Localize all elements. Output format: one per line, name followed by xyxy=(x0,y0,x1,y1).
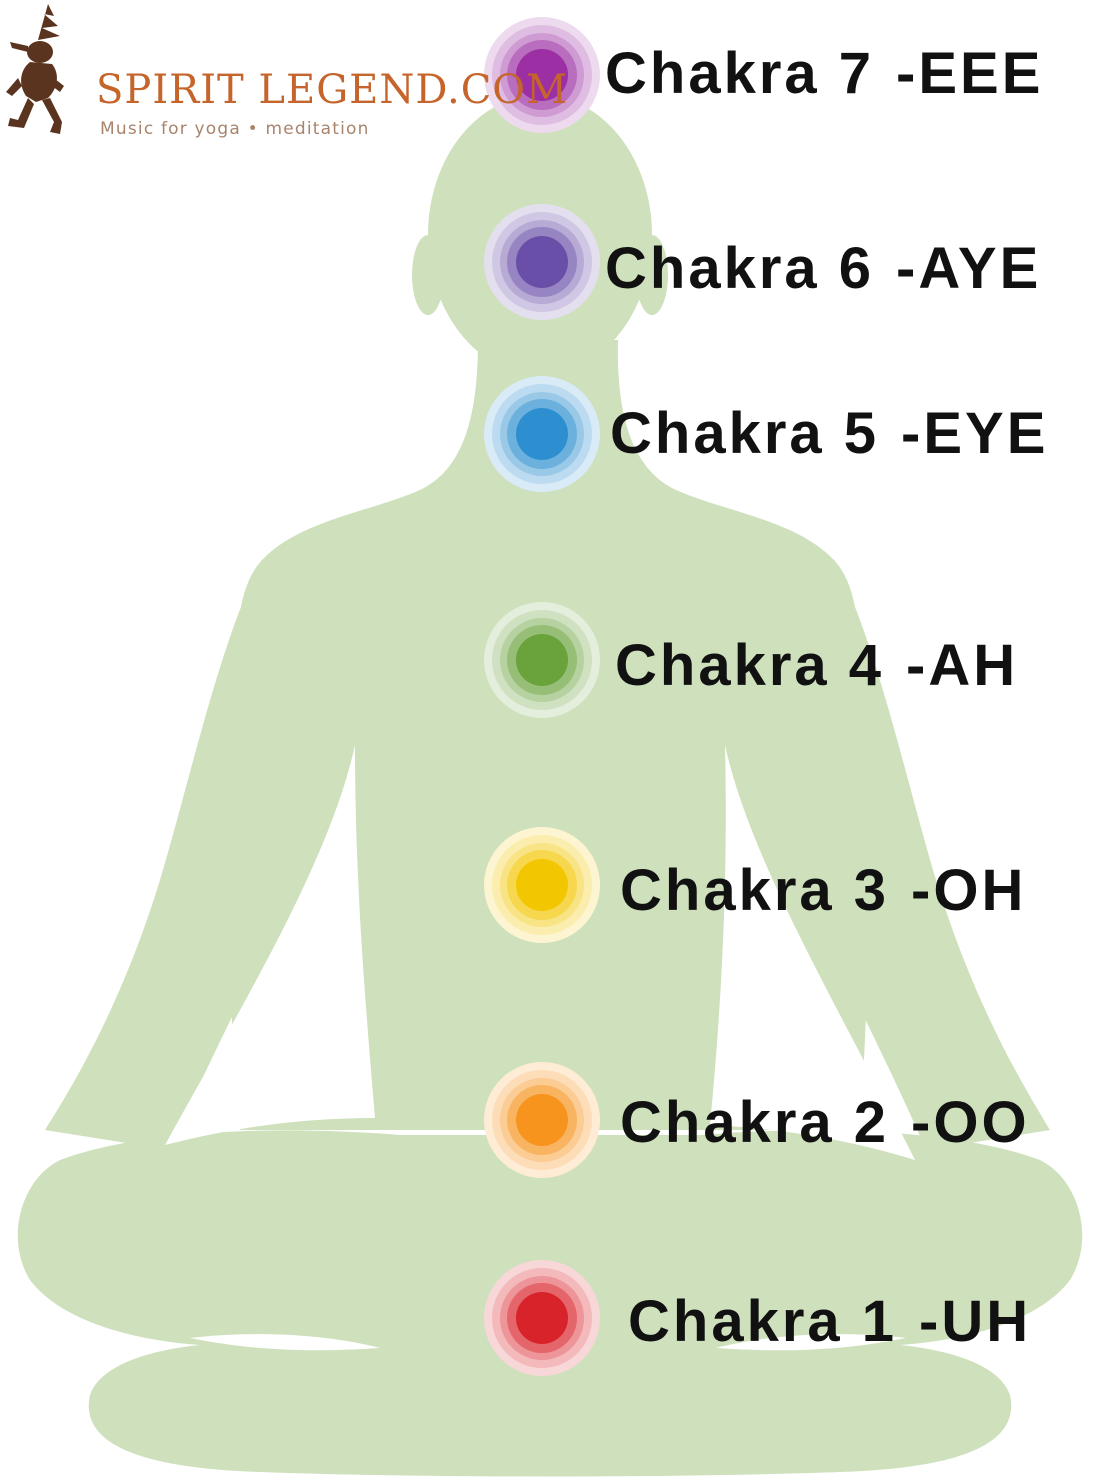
chakra-name: Chakra 2 xyxy=(620,1090,889,1155)
chakra-sound: -EYE xyxy=(901,401,1048,466)
logo-tagline: Music for yoga • meditation xyxy=(100,119,370,139)
chakra-sound: -AH xyxy=(906,633,1018,698)
kokopelli-figure-icon xyxy=(6,4,64,134)
chakra-5-circle xyxy=(484,376,600,492)
chakra-4-label: Chakra 4-AH xyxy=(615,637,1018,695)
chakra-3-circle xyxy=(484,827,600,943)
chakra-name: Chakra 6 xyxy=(605,236,874,301)
chakra-name: Chakra 1 xyxy=(628,1289,897,1354)
chakra-sound: -UH xyxy=(919,1289,1031,1354)
chakra-sound: -OH xyxy=(911,858,1026,923)
chakra-3-label: Chakra 3-OH xyxy=(620,862,1026,920)
chakra-2-label: Chakra 2-OO xyxy=(620,1094,1030,1152)
chakra-sound: -AYE xyxy=(896,236,1041,301)
logo-wordmark: SPIRIT LEGEND.COM xyxy=(96,70,568,110)
chakra-name: Chakra 4 xyxy=(615,633,884,698)
chakra-sound: -OO xyxy=(911,1090,1030,1155)
chakra-5-label: Chakra 5-EYE xyxy=(610,405,1048,463)
chakra-1-circle xyxy=(484,1260,600,1376)
chakra-sound: -EEE xyxy=(896,41,1043,106)
silhouette-ear-left xyxy=(412,235,444,315)
chakra-6-circle xyxy=(484,204,600,320)
chakra-name: Chakra 7 xyxy=(605,41,874,106)
chakra-name: Chakra 5 xyxy=(610,401,879,466)
chakra-4-circle xyxy=(484,602,600,718)
chakra-1-label: Chakra 1-UH xyxy=(628,1293,1031,1351)
chakra-7-label: Chakra 7-EEE xyxy=(605,45,1043,103)
chakra-6-label: Chakra 6-AYE xyxy=(605,240,1041,298)
chakra-2-circle xyxy=(484,1062,600,1178)
chakra-name: Chakra 3 xyxy=(620,858,889,923)
